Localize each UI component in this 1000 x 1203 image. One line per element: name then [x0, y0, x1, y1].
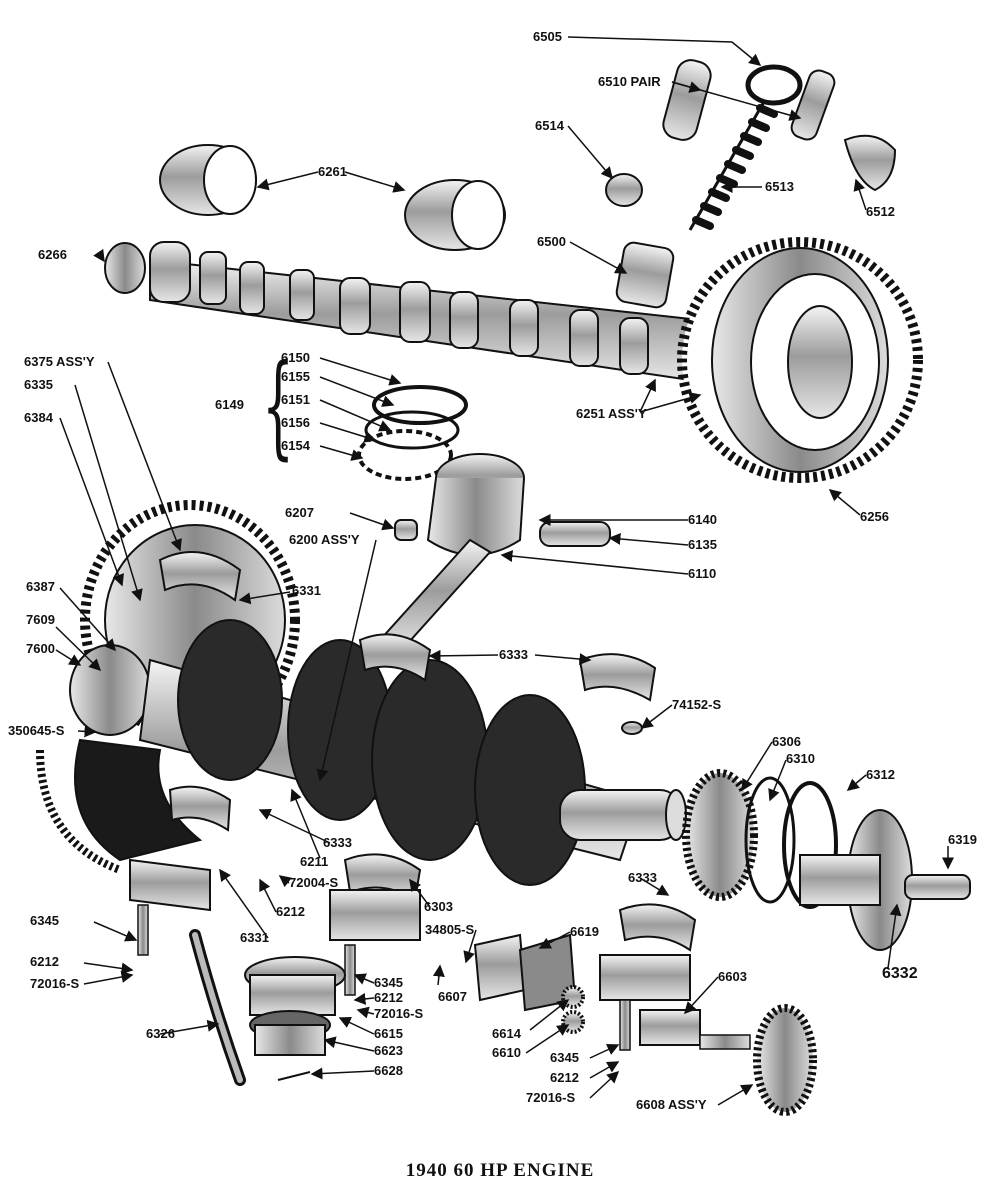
leader-lines [55, 36, 954, 1106]
part-label-6212-pump: 6212 [374, 990, 403, 1005]
part-label-74152-s: 74152-S [672, 697, 722, 712]
part-label-6266: 6266 [38, 247, 67, 262]
part-label-6512: 6512 [866, 204, 895, 219]
part-label-6614: 6614 [492, 1026, 521, 1041]
piston-pin [539, 521, 611, 547]
camshaft-plug [104, 242, 146, 294]
crankshaft-pulley [799, 809, 913, 951]
part-label-350645-s: 350645-S [8, 723, 65, 738]
bearing-shells [158, 551, 697, 952]
part-label-6110: 6110 [688, 566, 717, 581]
part-label-6154: 6154 [281, 438, 310, 453]
valve-tappet-pair [662, 59, 836, 141]
part-label-6303: 6303 [424, 899, 453, 914]
part-label-6345-left: 6345 [30, 913, 59, 928]
pin-bushing [394, 519, 418, 541]
part-label-6607: 6607 [438, 989, 467, 1004]
part-label-6261: 6261 [318, 164, 347, 179]
part-label-6156: 6156 [281, 415, 310, 430]
cotter-pin [277, 1071, 311, 1081]
part-label-6619: 6619 [570, 924, 599, 939]
part-label-6140: 6140 [688, 512, 717, 527]
crankshaft [69, 619, 687, 886]
oil-tube [189, 929, 246, 1086]
part-label-6212-left: 6212 [30, 954, 59, 969]
part-label-6387: 6387 [26, 579, 55, 594]
part-label-72016-s-left: 72016-S [30, 976, 80, 991]
part-label-72016-s-center: 72016-S [374, 1006, 424, 1021]
oil-pump-drive-gear [753, 1004, 817, 1116]
part-label-6149: 6149 [215, 397, 244, 412]
part-label-6384: 6384 [24, 410, 53, 425]
part-label-6332: 6332 [882, 965, 918, 982]
oil-pump-screen [244, 956, 346, 1056]
oil-pump-body [639, 1009, 751, 1050]
oil-seal-key [621, 721, 643, 735]
part-label-6312: 6312 [866, 767, 895, 782]
part-label-6500: 6500 [537, 234, 566, 249]
piston [426, 453, 525, 556]
part-label-6514: 6514 [535, 118, 564, 133]
part-label-6628: 6628 [374, 1063, 403, 1078]
part-label-6335: 6335 [24, 377, 53, 392]
valve-guide-clip [843, 134, 897, 192]
valve-spring-retainer [605, 173, 643, 207]
part-label-7600: 7600 [26, 641, 55, 656]
part-label-6310: 6310 [786, 751, 815, 766]
part-label-6610: 6610 [492, 1045, 521, 1060]
part-label-6251: 6251 ASS'Y [576, 406, 647, 421]
part-label-6513: 6513 [765, 179, 794, 194]
part-label-6345-right: 6345 [550, 1050, 579, 1065]
timing-gear [677, 237, 923, 483]
part-label-6212-right: 6212 [550, 1070, 579, 1085]
front-cover-seal [782, 781, 838, 909]
part-label-6211: 6211 [300, 854, 329, 869]
starting-crank-jaw [904, 874, 971, 900]
part-label-72016-s-right: 72016-S [526, 1090, 576, 1105]
camshaft [149, 241, 702, 382]
part-label-6326: 6326 [146, 1026, 175, 1041]
part-label-7609: 7609 [26, 612, 55, 627]
part-label-6212-center: 6212 [276, 904, 305, 919]
main-bearing-caps [129, 858, 691, 1001]
cap-bolts [137, 904, 631, 1051]
part-label-6333-upper: 6333 [499, 647, 528, 662]
oil-pump-cover-gasket [473, 933, 577, 1012]
part-label-6155: 6155 [281, 369, 310, 384]
oil-pump-gears [561, 985, 585, 1034]
part-label-72004-s: 72004-S [289, 875, 339, 890]
part-label-6151: 6151 [281, 392, 310, 407]
part-label-6510: 6510 PAIR [598, 74, 661, 89]
valve-keeper [745, 64, 803, 106]
oil-slinger [744, 776, 796, 904]
valve-guide [615, 241, 675, 309]
camshaft-bearings [159, 144, 506, 251]
part-label-6207: 6207 [285, 505, 314, 520]
part-label-6608: 6608 ASS'Y [636, 1097, 707, 1112]
part-label-34805-s: 34805-S [425, 922, 475, 937]
group-brace: { [262, 341, 295, 471]
part-label-6135: 6135 [688, 537, 717, 552]
part-label-6333-lower: 6333 [628, 870, 657, 885]
part-label-6615: 6615 [374, 1026, 403, 1041]
part-label-6256: 6256 [860, 509, 889, 524]
figure-caption: 1940 60 HP ENGINE [405, 1160, 595, 1181]
part-label-6306: 6306 [772, 734, 801, 749]
part-label-6375: 6375 ASS'Y [24, 354, 95, 369]
part-label-6345-center: 6345 [374, 975, 403, 990]
crankshaft-gear [682, 769, 758, 901]
part-label-6603: 6603 [718, 969, 747, 984]
part-label-6331-upper: 6331 [292, 583, 321, 598]
part-label-6331-lower: 6331 [240, 930, 269, 945]
part-label-6200: 6200 ASS'Y [289, 532, 360, 547]
part-label-6623: 6623 [374, 1043, 403, 1058]
part-label-6505: 6505 [533, 29, 562, 44]
part-label-6319: 6319 [948, 832, 977, 847]
valve-spring [688, 99, 778, 231]
part-label-6333-middle: 6333 [323, 835, 352, 850]
part-label-6150: 6150 [281, 350, 310, 365]
